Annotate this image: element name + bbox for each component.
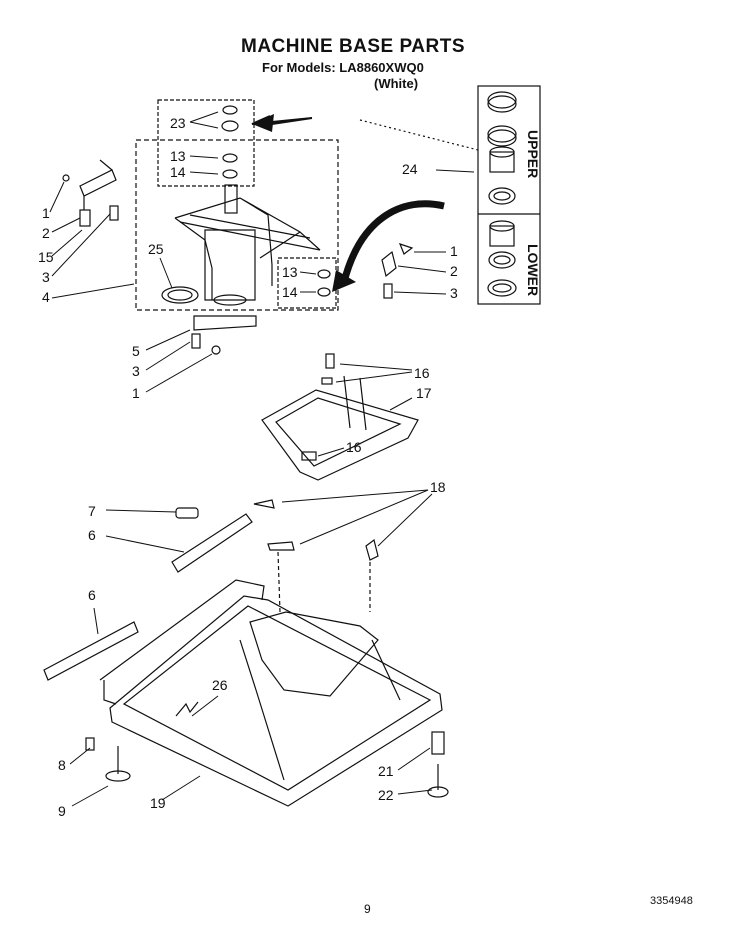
arrow-head-23 [252, 114, 274, 132]
upper-seal-stack [487, 91, 517, 205]
leg-22-foot [427, 786, 449, 798]
clip-26 [175, 701, 199, 717]
callout-3-right: 3 [450, 285, 458, 301]
callout-22: 22 [378, 787, 394, 803]
dashed-box-23 [157, 99, 255, 187]
page-number: 9 [364, 902, 371, 916]
clip-18b [267, 541, 295, 551]
bracket-right-assembly [381, 243, 414, 299]
leg-9-foot [105, 770, 131, 782]
callout-3-left: 3 [42, 269, 50, 285]
callout-7: 7 [88, 503, 96, 519]
callout-1-right: 1 [450, 243, 458, 259]
callout-25: 25 [148, 241, 164, 257]
suspension-frame-17 [261, 353, 419, 481]
page-title: MACHINE BASE PARTS [241, 36, 465, 57]
callout-9: 9 [58, 803, 66, 819]
curved-arrow [340, 200, 445, 283]
color-line: (White) [374, 76, 419, 91]
models-line: For Models: LA8860XWQ0 [262, 60, 424, 75]
callout-23: 23 [170, 115, 186, 131]
pulley-stack [221, 105, 239, 179]
bracket-lower-assembly [191, 315, 257, 355]
callout-numbers: 23 13 14 1 2 15 3 4 25 13 14 5 3 1 24 1 … [38, 115, 458, 819]
callout-8: 8 [58, 757, 66, 773]
callout-6-lower: 6 [88, 587, 96, 603]
callout-14-top: 14 [170, 164, 186, 180]
bumper-8 [85, 737, 95, 751]
callout-2-left: 2 [42, 225, 50, 241]
sleeve-21 [431, 731, 445, 755]
callout-5: 5 [132, 343, 140, 359]
callout-17: 17 [416, 385, 432, 401]
dashed-line-18b [277, 551, 281, 613]
clip-18a [253, 499, 275, 509]
callout-16-mid: 16 [346, 439, 362, 455]
curved-arrow-head [332, 270, 356, 292]
callout-15: 15 [38, 249, 54, 265]
bracket-left-assembly [62, 159, 119, 227]
callout-4: 4 [42, 289, 50, 305]
rail-6-lower [43, 621, 139, 681]
callout-1-lower: 1 [132, 385, 140, 401]
callout-18: 18 [430, 479, 446, 495]
leader-lines [49, 111, 475, 807]
rail-6-upper [171, 513, 253, 573]
callout-13-top: 13 [170, 148, 186, 164]
pin-7 [175, 507, 199, 519]
callout-19: 19 [150, 795, 166, 811]
gearcase-spider [174, 184, 321, 306]
seal-panel [477, 85, 541, 305]
clip-18c [365, 538, 379, 561]
lower-seal-stack [487, 220, 517, 297]
callout-6-upper: 6 [88, 527, 96, 543]
callout-26: 26 [212, 677, 228, 693]
callout-24: 24 [402, 161, 418, 177]
callout-13-box: 13 [282, 264, 298, 280]
lower-label: LOWER [525, 244, 541, 296]
callout-3-lower: 3 [132, 363, 140, 379]
callout-1-left: 1 [42, 205, 50, 221]
document-number: 3354948 [650, 895, 693, 907]
seal-25 [161, 286, 199, 304]
callout-16-top: 16 [414, 365, 430, 381]
dotted-line-24 [359, 119, 479, 151]
seal-25-inner [167, 289, 193, 301]
callout-2-right: 2 [450, 263, 458, 279]
upper-label: UPPER [525, 130, 541, 178]
callout-21: 21 [378, 763, 394, 779]
base-frame-19 [99, 579, 443, 807]
callout-14-box: 14 [282, 284, 298, 300]
dashed-box-gearcase [135, 139, 339, 311]
